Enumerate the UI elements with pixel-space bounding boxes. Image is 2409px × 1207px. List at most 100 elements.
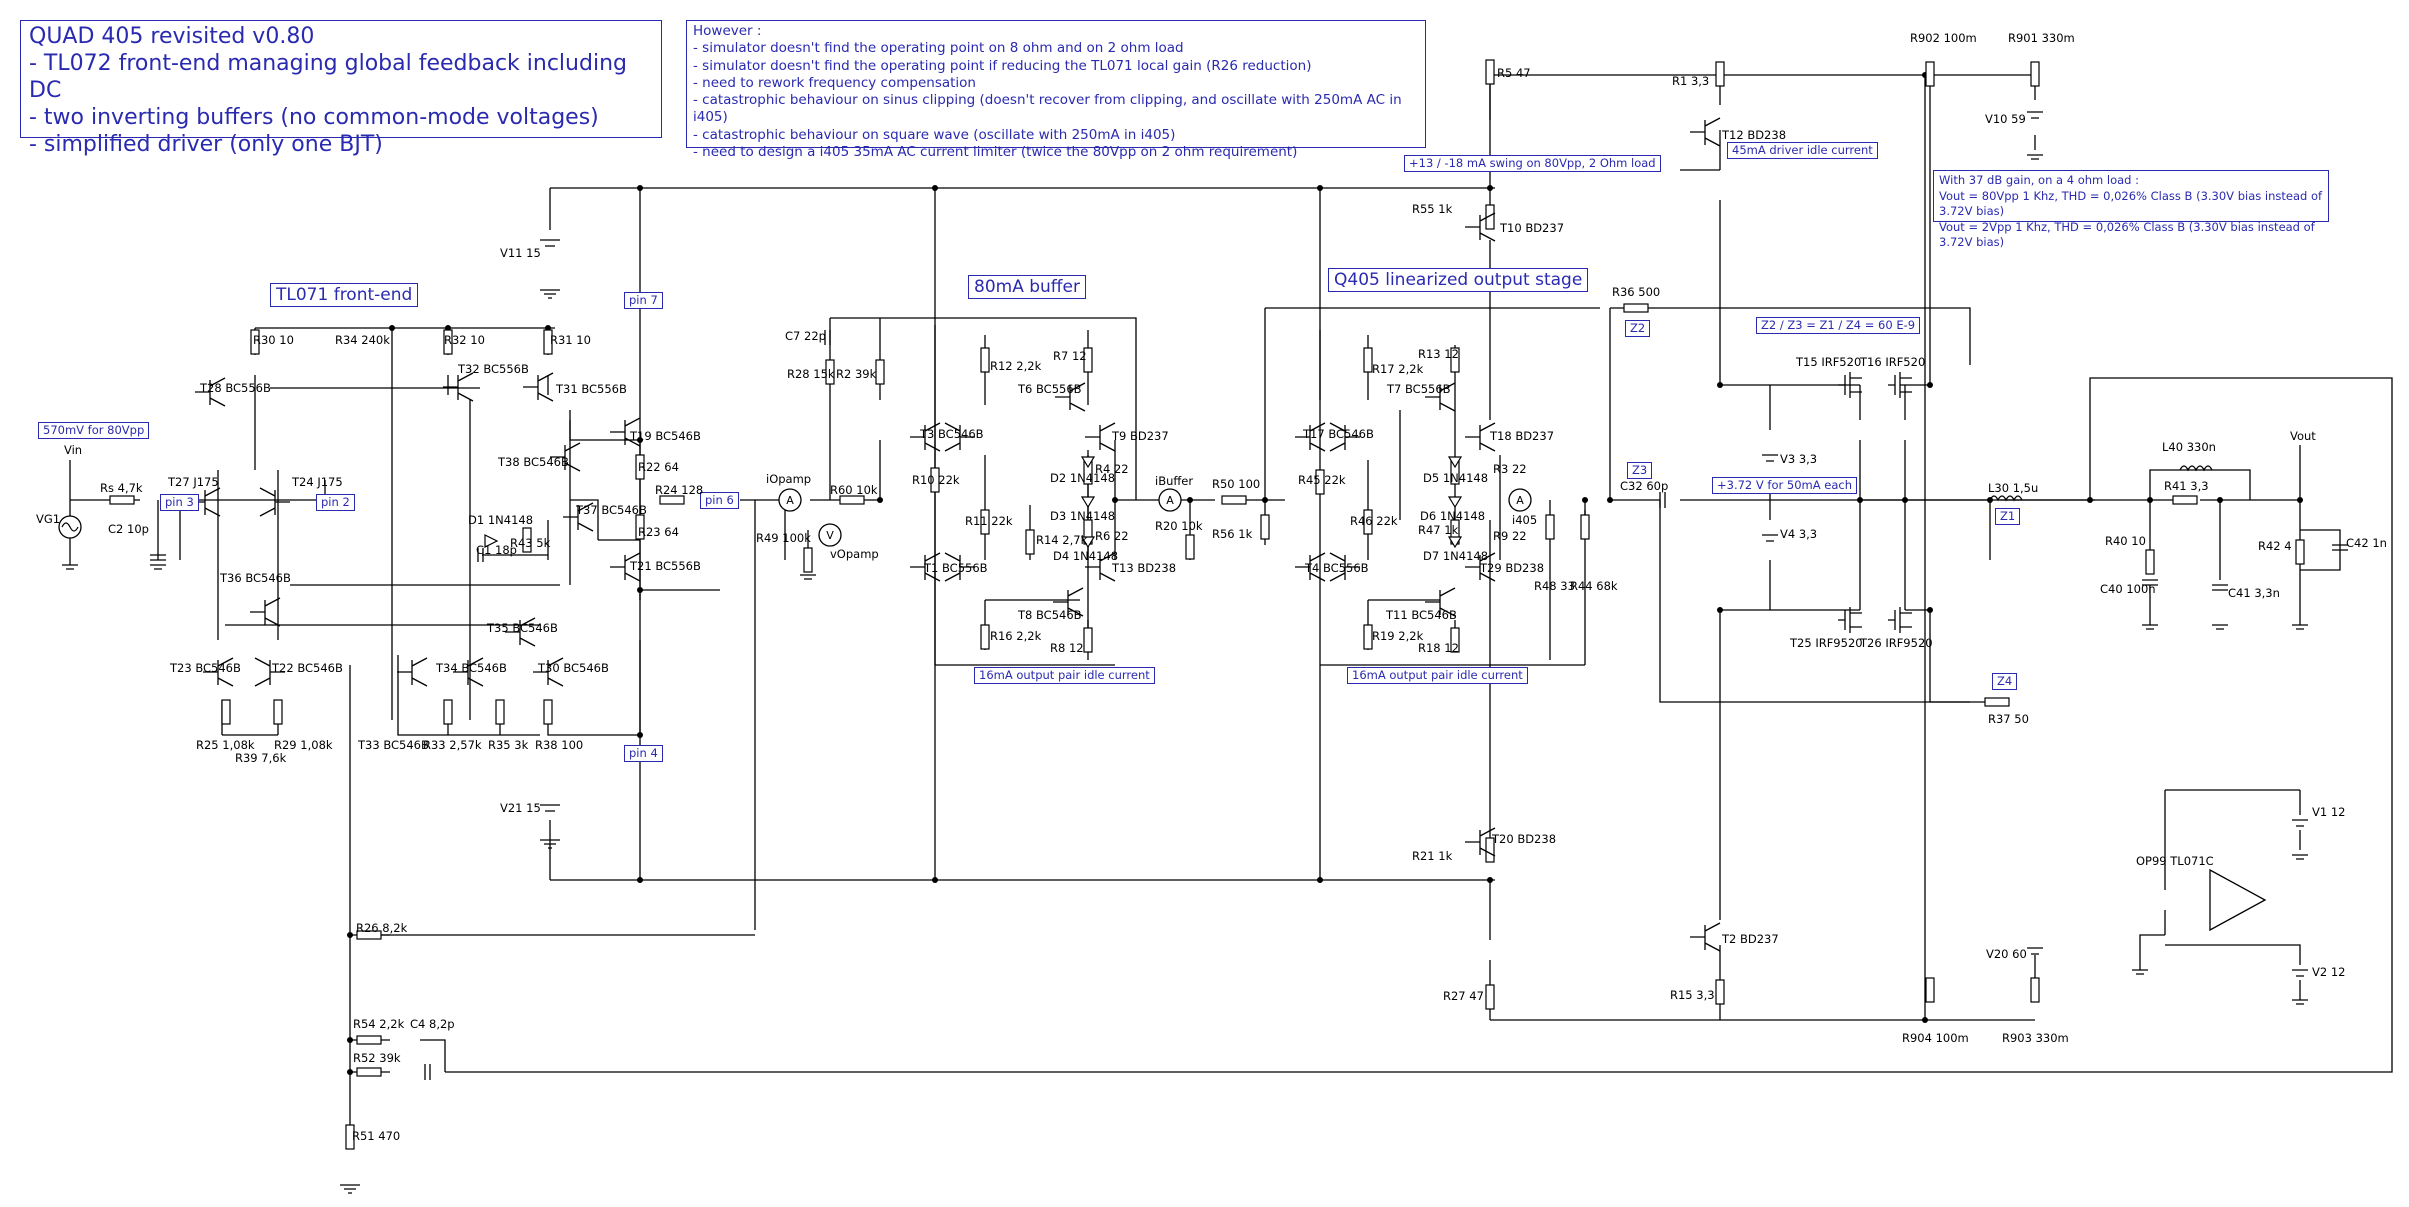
bias-tag: +3.72 V for 50mA each bbox=[1712, 477, 1857, 494]
label-r4: R4 22 bbox=[1095, 462, 1129, 476]
label-t3: T3 BC546B bbox=[920, 427, 984, 441]
label-r41: R41 3,3 bbox=[2164, 479, 2209, 493]
label-v4: V4 3,3 bbox=[1780, 527, 1818, 541]
label-t28: T28 BC556B bbox=[200, 381, 271, 395]
label-r902: R902 100m bbox=[1910, 31, 1977, 45]
label-r50: R50 100 bbox=[1212, 477, 1261, 491]
note-line: - need to rework frequency compensation bbox=[693, 74, 976, 91]
label-t22: T22 BC546B bbox=[272, 661, 343, 675]
label-d1: D1 1N4148 bbox=[468, 513, 534, 527]
title-line: - TL072 front-end managing global feedba… bbox=[29, 51, 627, 103]
label-op99: OP99 TL071C bbox=[2136, 854, 2214, 868]
label-r904: R904 100m bbox=[1902, 1031, 1969, 1045]
label-v2: V2 12 bbox=[2312, 965, 2346, 979]
label-r43: R43 5k bbox=[510, 536, 551, 550]
label-t20: T20 BD238 bbox=[1492, 832, 1557, 846]
label-r32: R32 10 bbox=[444, 333, 485, 347]
label-r10: R10 22k bbox=[912, 473, 960, 487]
gain-line: Vout = 2Vpp 1 Khz, THD = 0,026% Class B … bbox=[1939, 219, 2315, 250]
title-box: QUAD 405 revisited v0.80 - TL072 front-e… bbox=[20, 20, 662, 157]
label-r7: R7 12 bbox=[1053, 349, 1087, 363]
label-d3: D3 1N4148 bbox=[1050, 509, 1116, 523]
label-r42: R42 4 bbox=[2258, 539, 2292, 553]
label-vopamp: vOpamp bbox=[830, 547, 879, 561]
label-d4: D4 1N4148 bbox=[1053, 549, 1119, 563]
label-t35: T35 BC546B bbox=[487, 621, 558, 635]
label-c42: C42 1n bbox=[2346, 536, 2387, 550]
label-c4: C4 8,2p bbox=[410, 1017, 455, 1031]
label-d7: D7 1N4148 bbox=[1423, 549, 1489, 563]
label-r48: R48 33 bbox=[1534, 579, 1575, 593]
label-t15: T15 IRF520 bbox=[1796, 355, 1862, 369]
label-vin: Vin bbox=[64, 443, 83, 457]
label-c1: C1 18p bbox=[476, 543, 517, 557]
label-d6: D6 1N4148 bbox=[1420, 509, 1486, 523]
gain-note-box: With 37 dB gain, on a 4 ohm load : Vout … bbox=[1933, 170, 2329, 249]
label-r3: R3 22 bbox=[1493, 462, 1527, 476]
label-r903: R903 330m bbox=[2002, 1031, 2069, 1045]
label-r29: R29 1,08k bbox=[274, 738, 333, 752]
label-v3: V3 3,3 bbox=[1780, 452, 1818, 466]
label-r17: R17 2,2k bbox=[1372, 362, 1424, 376]
z-relation-tag: Z2 / Z3 = Z1 / Z4 = 60 E-9 bbox=[1756, 317, 1921, 334]
label-r6: R6 22 bbox=[1095, 529, 1129, 543]
label-r22: R22 64 bbox=[638, 460, 679, 474]
label-c40: C40 100n bbox=[2100, 582, 2156, 596]
gain-line: Vout = 80Vpp 1 Khz, THD = 0,026% Class B… bbox=[1939, 188, 2323, 219]
svg-text:V: V bbox=[826, 529, 834, 542]
label-t17: T17 BC546B bbox=[1303, 427, 1374, 441]
label-v11: V11 15 bbox=[500, 246, 541, 260]
label-d5: D5 1N4148 bbox=[1423, 471, 1489, 485]
label-t11: T11 BC546B bbox=[1386, 608, 1457, 622]
title-line: QUAD 405 revisited v0.80 bbox=[29, 24, 315, 49]
pin6-tag: pin 6 bbox=[700, 492, 739, 509]
label-vg1: VG1 bbox=[36, 512, 61, 526]
section-buffer: 80mA buffer bbox=[968, 275, 1086, 299]
label-r40: R40 10 bbox=[2105, 534, 2146, 548]
label-r38: R38 100 bbox=[535, 738, 584, 752]
label-t30: T30 BC546B bbox=[538, 661, 609, 675]
label-t13: T13 BD238 bbox=[1112, 561, 1177, 575]
label-r28: R28 15k bbox=[787, 367, 835, 381]
label-r21: R21 1k bbox=[1412, 849, 1453, 863]
label-t37: T37 BC546B bbox=[576, 503, 647, 517]
label-vout: Vout bbox=[2290, 429, 2316, 443]
z2-tag: Z2 bbox=[1625, 320, 1651, 337]
label-l30: L30 1,5u bbox=[1988, 481, 2039, 495]
label-r13: R13 12 bbox=[1418, 347, 1459, 361]
label-r39: R39 7,6k bbox=[235, 751, 287, 765]
label-r9: R9 22 bbox=[1493, 529, 1527, 543]
pin2-tag: pin 2 bbox=[316, 494, 355, 511]
label-t10: T10 BD237 bbox=[1500, 221, 1565, 235]
label-r49: R49 100k bbox=[756, 531, 811, 545]
label-t26: T26 IRF9520 bbox=[1860, 636, 1933, 650]
label-t24: T24 J175 bbox=[292, 475, 343, 489]
label-r47: R47 1k bbox=[1418, 523, 1459, 537]
label-r18: R18 12 bbox=[1418, 641, 1459, 655]
label-d2: D2 1N4148 bbox=[1050, 471, 1116, 485]
label-t32: T32 BC556B bbox=[458, 362, 529, 376]
label-r45: R45 22k bbox=[1298, 473, 1346, 487]
section-frontend: TL071 front-end bbox=[270, 283, 419, 307]
label-t25: T25 IRF9520 bbox=[1790, 636, 1863, 650]
driver-idle-tag: 45mA driver idle current bbox=[1727, 142, 1878, 159]
svg-text:A: A bbox=[786, 494, 794, 507]
label-iopamp: iOpamp bbox=[766, 472, 812, 486]
label-r34: R34 240k bbox=[335, 333, 390, 347]
gain-line: With 37 dB gain, on a 4 ohm load : bbox=[1939, 173, 2139, 187]
label-r55: R55 1k bbox=[1412, 202, 1453, 216]
label-c7: C7 22p bbox=[785, 329, 826, 343]
label-r37: R37 50 bbox=[1988, 712, 2029, 726]
pin4-tag: pin 4 bbox=[624, 745, 663, 762]
label-c2: C2 10p bbox=[108, 522, 149, 536]
label-r11: R11 22k bbox=[965, 514, 1013, 528]
label-t33: T33 BC546B bbox=[358, 738, 429, 752]
z4-tag: Z4 bbox=[1992, 673, 2018, 690]
label-r19: R19 2,2k bbox=[1372, 629, 1424, 643]
section-output: Q405 linearized output stage bbox=[1328, 268, 1589, 292]
label-t27: T27 J175 bbox=[168, 475, 219, 489]
label-t34: T34 BC546B bbox=[436, 661, 507, 675]
note-line: - simulator doesn't find the operating p… bbox=[693, 40, 1184, 57]
buffer-idle-tag: 16mA output pair idle current bbox=[974, 667, 1155, 684]
label-r20: R20 10k bbox=[1155, 519, 1203, 533]
